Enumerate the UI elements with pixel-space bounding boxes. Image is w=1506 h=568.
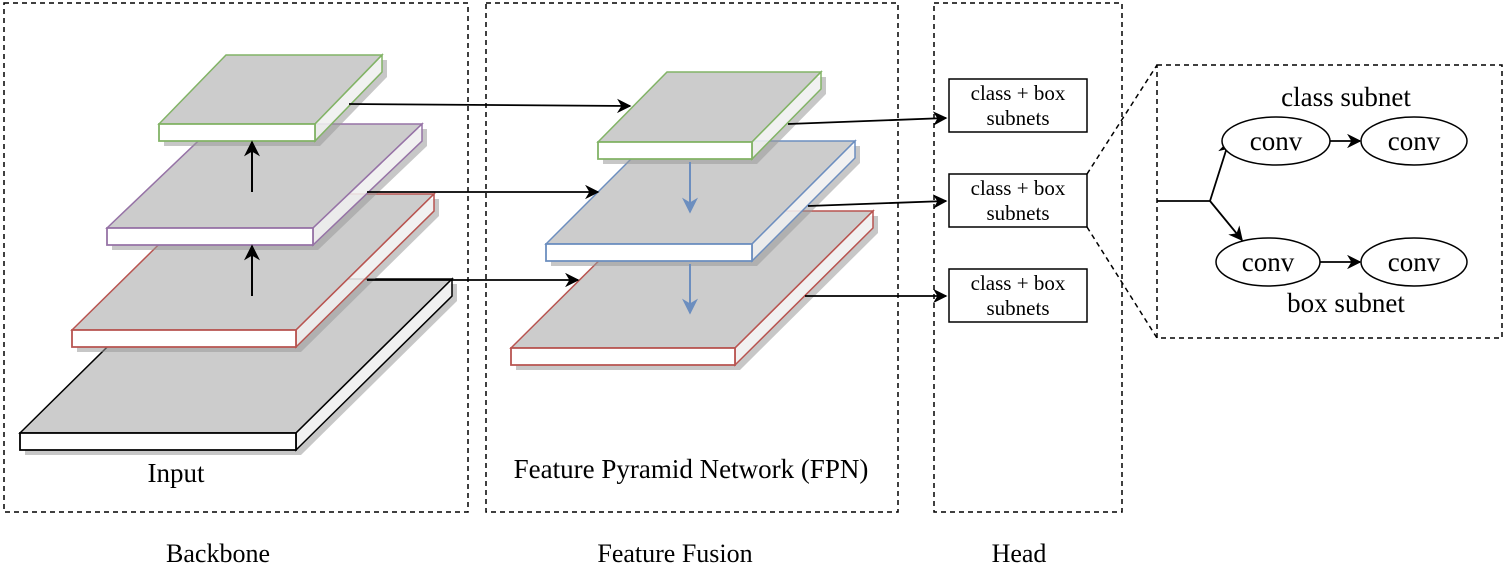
branch-arrow-class bbox=[1157, 139, 1232, 202]
fpn-to-head-arrow bbox=[807, 194, 948, 209]
head-box-line1: class + box bbox=[971, 176, 1066, 200]
head-caption: Head bbox=[992, 539, 1047, 568]
zoom-line bbox=[1086, 64, 1158, 175]
fusion-frame bbox=[485, 2, 899, 513]
fpn-slab-p3 bbox=[509, 209, 878, 370]
box-subnet-label: box subnet bbox=[1287, 288, 1405, 318]
fpn-slab-p4 bbox=[544, 139, 860, 266]
fpn-to-head-arrow bbox=[787, 111, 948, 126]
conv-node: conv bbox=[1215, 237, 1321, 287]
input-label: Input bbox=[148, 458, 205, 488]
conv-node: conv bbox=[1360, 237, 1468, 287]
conv-node: conv bbox=[1360, 116, 1468, 166]
fpn-slab-p5 bbox=[596, 70, 826, 164]
head-box-line2: subnets bbox=[987, 296, 1050, 320]
head-box: class + box subnets bbox=[948, 268, 1088, 323]
conv-node-label: conv bbox=[1388, 247, 1441, 277]
head-box-line1: class + box bbox=[971, 271, 1066, 295]
backbone-caption: Backbone bbox=[166, 539, 270, 568]
conv-node: conv bbox=[1221, 116, 1331, 166]
conv-node-label: conv bbox=[1388, 126, 1441, 156]
feature-fusion-caption: Feature Fusion bbox=[597, 539, 752, 568]
class-subnet-label: class subnet bbox=[1281, 82, 1411, 112]
feature-map-slabs bbox=[18, 53, 878, 455]
head-box: class + box subnets bbox=[948, 78, 1088, 133]
input-slab bbox=[18, 277, 457, 455]
fpn-label: Feature Pyramid Network (FPN) bbox=[514, 454, 869, 484]
branch-arrow-box bbox=[1209, 200, 1243, 242]
zoom-line bbox=[1086, 226, 1158, 339]
head-frame bbox=[933, 2, 1123, 513]
head-box-line2: subnets bbox=[987, 201, 1050, 225]
lateral-arrow-top bbox=[348, 98, 632, 114]
head-box-line2: subnets bbox=[987, 106, 1050, 130]
conv-node-label: conv bbox=[1242, 247, 1295, 277]
backbone-slab-c5 bbox=[157, 53, 387, 146]
backbone-slab-c4 bbox=[105, 122, 427, 250]
conv-node-label: conv bbox=[1250, 126, 1303, 156]
head-box-line1: class + box bbox=[971, 81, 1066, 105]
head-box: class + box subnets bbox=[948, 173, 1088, 228]
